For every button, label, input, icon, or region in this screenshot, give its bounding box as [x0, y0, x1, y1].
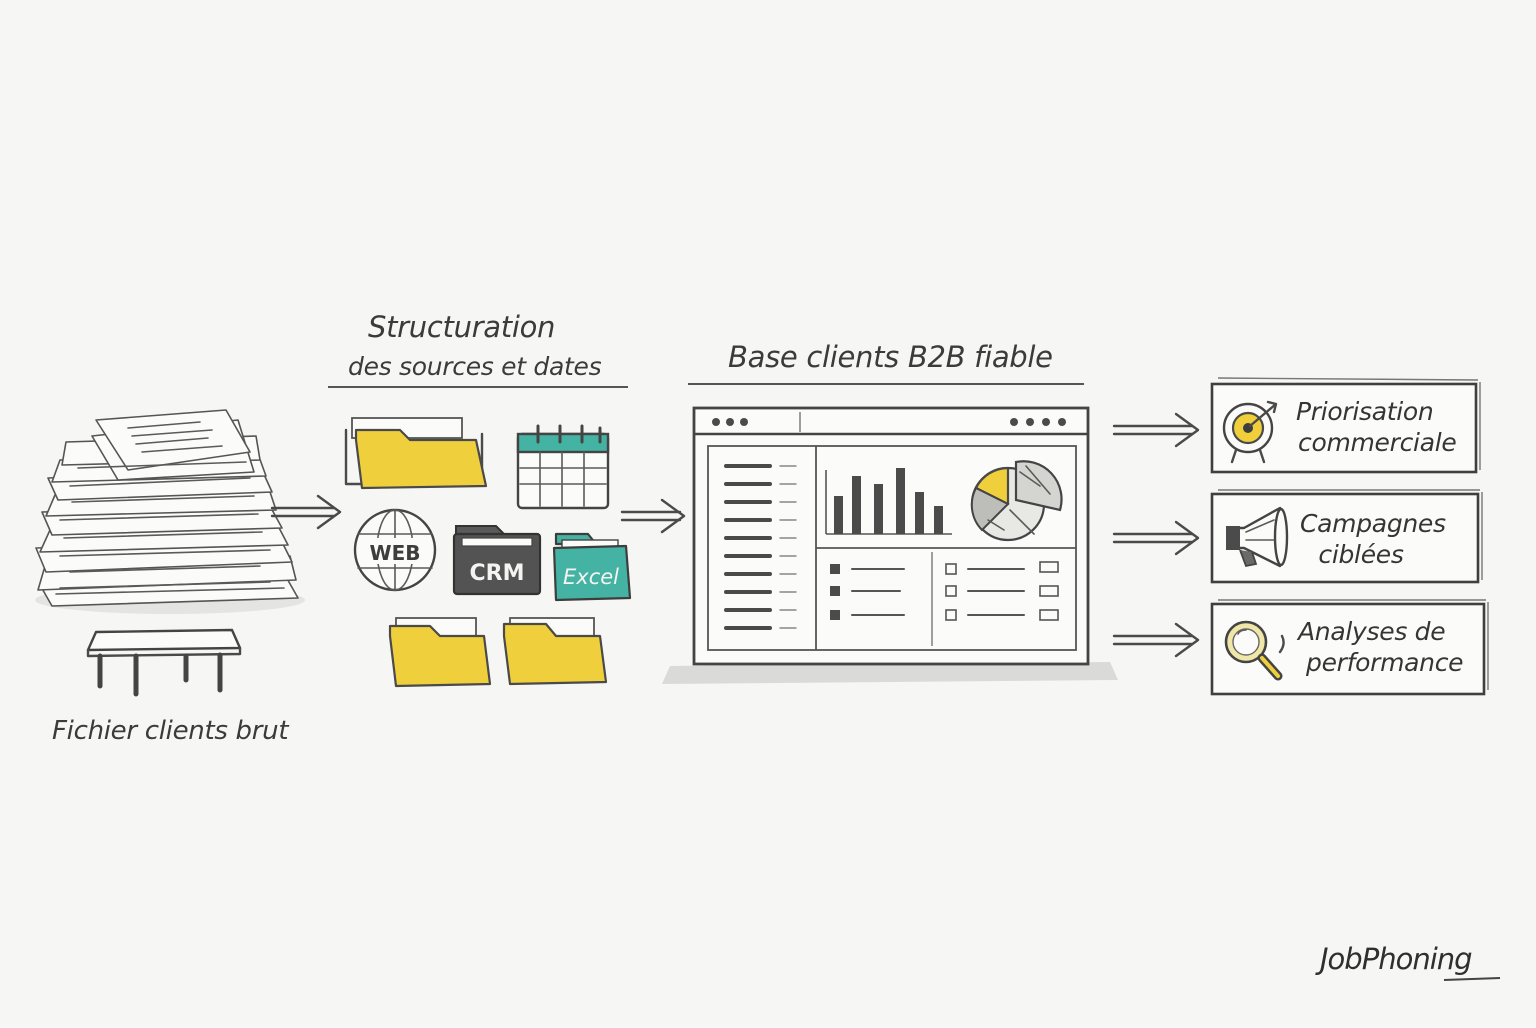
outcome-1-text: Priorisation commerciale	[1294, 396, 1457, 458]
outcome-3-text: Analyses de performance	[1298, 616, 1464, 678]
structuring-title-line1: Structuration	[368, 310, 556, 344]
arrow-1	[270, 494, 342, 530]
outcome-2-line1: Campagnes	[1300, 509, 1446, 538]
folder-icon	[502, 617, 608, 686]
outcome-1-line1: Priorisation	[1296, 397, 1434, 426]
data-list-right	[945, 561, 1059, 621]
source-excel-label: Excel	[563, 565, 619, 589]
database-title: Base clients B2B fiable	[728, 340, 1053, 374]
outcome-3-line2: performance	[1306, 648, 1464, 677]
crm-folder-icon: CRM	[452, 525, 542, 596]
calendar-icon	[516, 424, 610, 510]
jobphoning-logo: JobPhoning	[1320, 942, 1473, 976]
raw-file-label: Fichier clients brut	[52, 716, 289, 746]
megaphone-icon	[1226, 506, 1289, 568]
outcome-2-line2: ciblées	[1318, 540, 1404, 569]
magnifier-icon	[1224, 620, 1285, 681]
outcome-3-line1: Analyses de	[1298, 617, 1446, 646]
arrow-to-analyses	[1112, 622, 1200, 658]
excel-folder-icon: Excel	[552, 532, 632, 602]
target-icon	[1222, 400, 1278, 464]
outcome-2-text: Campagnes ciblées	[1300, 508, 1446, 570]
outcome-1-line2: commerciale	[1298, 428, 1457, 457]
web-globe-icon: WEB	[353, 508, 437, 592]
structuring-title-line2: des sources et dates	[348, 352, 602, 381]
dashboard-window	[662, 406, 1118, 684]
arrow-to-priorisation	[1112, 412, 1200, 448]
data-list-left	[830, 564, 905, 620]
source-crm-label: CRM	[470, 561, 525, 586]
folder-icon	[344, 417, 488, 490]
arrow-2	[620, 498, 686, 534]
bar-chart-icon	[825, 468, 952, 535]
source-web-label: WEB	[370, 541, 421, 565]
folder-icon	[388, 617, 492, 688]
table-icon	[86, 628, 242, 697]
arrow-to-campagnes	[1112, 520, 1200, 556]
logo-underline	[1443, 977, 1501, 981]
paper-pile-icon	[35, 409, 305, 614]
pie-chart-icon	[970, 460, 1063, 542]
